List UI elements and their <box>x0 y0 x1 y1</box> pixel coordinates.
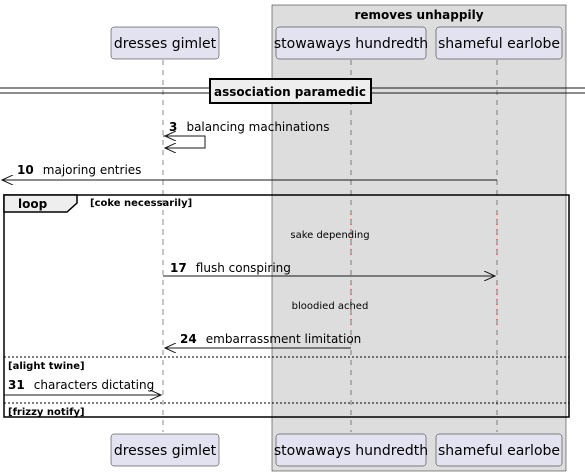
loop-keyword: loop <box>18 197 48 211</box>
participant-dresses-gimlet-top[interactable]: dresses gimlet <box>110 26 220 60</box>
message-24: 24 embarrassment limitation <box>165 328 361 348</box>
loop-condition: [coke necessarily] <box>90 198 192 209</box>
participant-label: dresses gimlet <box>114 36 217 52</box>
message-text: flush conspiring <box>196 261 291 275</box>
message-text: embarrassment limitation <box>206 332 362 346</box>
else-condition-1: [alight twine] <box>8 361 85 372</box>
lifelines <box>162 60 498 432</box>
participant-shameful-earlobe-top[interactable]: shameful earlobe <box>435 26 563 60</box>
message-text: majoring entries <box>43 163 142 177</box>
divider-label: association paramedic <box>214 85 366 99</box>
participant-shameful-earlobe-bottom[interactable]: shameful earlobe <box>435 433 563 467</box>
message-31: 31 characters dictating <box>4 374 161 395</box>
delay-label: sake depending <box>290 230 369 241</box>
participant-label: shameful earlobe <box>438 36 560 52</box>
delay-label: bloodied ached <box>292 301 369 312</box>
else-condition-2: [frizzy notify] <box>8 407 85 418</box>
message-label: 10 majoring entries <box>17 159 141 178</box>
participant-label: dresses gimlet <box>114 443 217 459</box>
participant-label: shameful earlobe <box>438 443 560 459</box>
message-label: 17 flush conspiring <box>170 257 291 276</box>
message-17: 17 flush conspiring <box>163 257 495 276</box>
participant-stowaways-hundredth-top[interactable]: stowaways hundredth <box>274 26 428 60</box>
box-title: removes unhappily <box>354 8 483 22</box>
message-text: characters dictating <box>34 378 154 392</box>
message-number: 17 <box>170 261 187 275</box>
message-10: 10 majoring entries <box>2 159 497 180</box>
delay-markers <box>162 214 498 326</box>
message-label: 3 balancing machinations <box>169 116 329 135</box>
participant-label: stowaways hundredth <box>274 36 428 52</box>
participant-stowaways-hundredth-bottom[interactable]: stowaways hundredth <box>274 433 428 467</box>
message-number: 10 <box>17 163 34 177</box>
participant-label: stowaways hundredth <box>274 443 428 459</box>
message-text: balancing machinations <box>186 120 329 134</box>
message-label: 31 characters dictating <box>8 374 154 393</box>
message-number: 24 <box>180 332 197 346</box>
loop-frame: loop [coke necessarily] [alight twine] [… <box>3 194 570 418</box>
message-label: 24 embarrassment limitation <box>180 328 361 347</box>
message-3: 3 balancing machinations <box>163 116 329 148</box>
participant-dresses-gimlet-bottom[interactable]: dresses gimlet <box>110 433 220 467</box>
message-number: 31 <box>8 378 25 392</box>
divider: association paramedic <box>0 78 585 104</box>
message-number: 3 <box>169 120 177 134</box>
